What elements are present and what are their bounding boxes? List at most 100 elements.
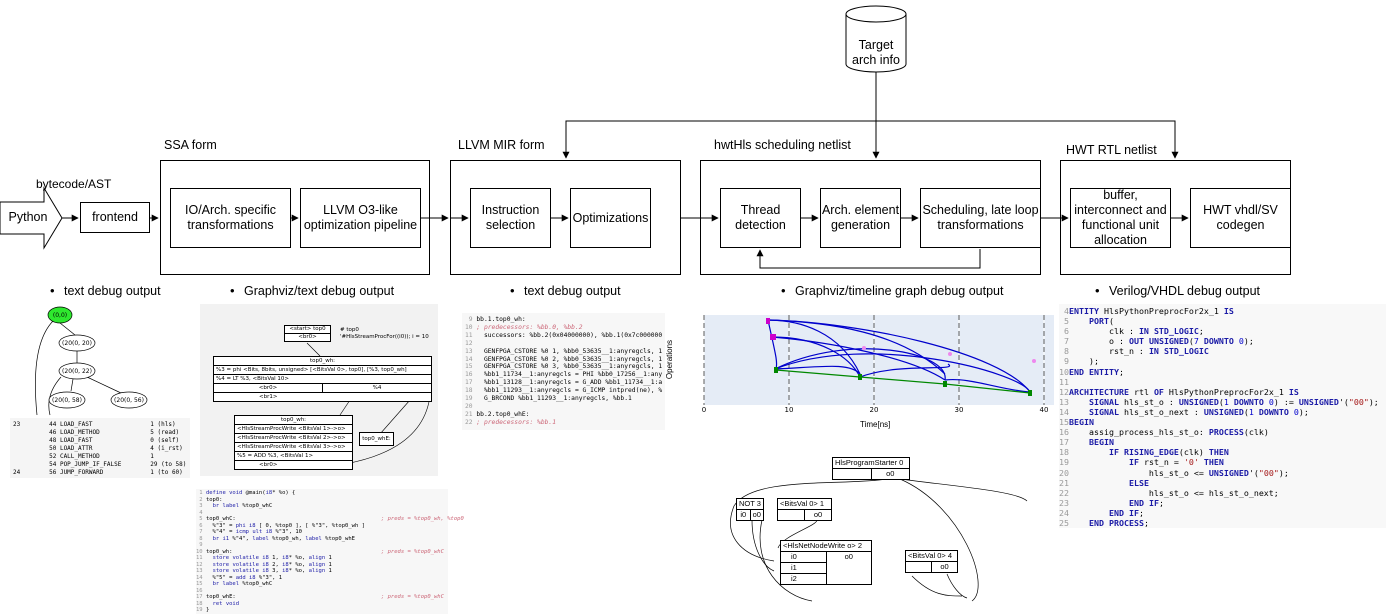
mir-line: 19 G_BRCOND %bb1_11293__1:anyregcls, %bb…	[465, 395, 632, 403]
timeline-edges	[767, 319, 1031, 393]
body-title: top0_wh:	[235, 416, 352, 425]
frontend-box: frontend	[80, 202, 150, 233]
db-line2: arch info	[852, 53, 900, 67]
starter-port: o0	[870, 469, 910, 479]
bullet-graphviz-text: Graphviz/text debug output	[230, 283, 394, 298]
cfg-node: (20(0, 56)	[114, 397, 144, 404]
wh-pct: %4	[372, 385, 382, 391]
vhdl-panel: 4ENTITY HlsPythonPreprocFor2x_1 IS 5 POR…	[1059, 304, 1386, 528]
llvm-ir-panel: 1 define void @main(i8* %o) { 2 top0: 3 …	[196, 489, 464, 614]
not-title: NOT 3	[737, 499, 763, 510]
bytecode-lines: 23 44 LOAD_FAST 1 (hls) 46 LOAD_METHOD 5…	[13, 421, 188, 477]
llvm-ir-line: 7 %"4" = icmp ult i8 %"3", 10	[196, 529, 302, 535]
wh-br-row: <br0> %4	[214, 384, 431, 393]
vhdl-line: 12ARCHITECTURE rtl OF HlsPythonPreprocFo…	[1059, 386, 1299, 397]
body-lines: <HlsStreamProcWrite <BitsVal 1>->o> <HlsS…	[235, 425, 352, 469]
write-port: i1	[781, 563, 826, 574]
bullet-label: text debug output	[64, 284, 161, 298]
mir-line: 20	[465, 402, 477, 410]
bytecode-line: 54 POP_JUMP_IF_FALSE 29 (to 58)	[13, 461, 187, 468]
bullet-label: text debug output	[524, 284, 621, 298]
write-title: <HlsNetNodeWrite o> 2	[781, 541, 871, 552]
ssa-wh-node: top0_wh: %3 = phi <Bits, 8bits, unsigned…	[213, 356, 432, 402]
timeline-xlabel: Time[ns]	[860, 420, 891, 429]
wh-phi: %3 = phi <Bits, 8bits, unsigned> [<BitsV…	[214, 366, 431, 375]
wh-br0: <br0>	[214, 384, 323, 392]
write-out-port: o0	[844, 552, 853, 561]
bitsval4-node: <BitsVal 0> 4 o0	[905, 550, 958, 573]
llvm-ir-line: 3 br label %top0_whC	[196, 503, 273, 509]
write-inputs: i0 i1 i2	[781, 552, 827, 584]
timeline-tick-label: 10	[785, 406, 794, 414]
timeline-tick-label: 0	[702, 406, 706, 414]
body-line: <HlsStreamProcWrite <BitsVal 3>->o>	[235, 443, 352, 452]
llvm-ir-line: 19 }	[196, 607, 210, 613]
bytecode-line: 23 44 LOAD_FAST 1 (hls)	[13, 421, 176, 428]
body-line: <HlsStreamProcWrite <BitsVal 1>->o>	[235, 425, 352, 434]
bullet-label: Verilog/VHDL debug output	[1109, 284, 1261, 298]
mir-panel: 9 bb.1.top0_wh:10 ; predecessors: %bb.0,…	[462, 313, 665, 430]
body-line: <br0>	[259, 462, 278, 468]
ssa-whe-node: top0_whE:	[359, 432, 394, 446]
buffer-alloc-box: buffer, interconnect and functional unit…	[1070, 188, 1171, 248]
body-line: %5 = ADD %3, <BitsVal 1>	[235, 452, 352, 461]
not-port: o0	[752, 510, 761, 519]
bytecode-listing: 23 44 LOAD_FAST 1 (hls) 46 LOAD_METHOD 5…	[10, 418, 190, 478]
write-port: i2	[791, 574, 797, 583]
vhdl-lines: 4ENTITY HlsPythonPreprocFor2x_1 IS 5 POR…	[1059, 306, 1386, 528]
vhdl-line: 25 END PROCESS;	[1059, 517, 1149, 528]
bullet-text-debug-1: text debug output	[50, 283, 161, 298]
llvm-ir-line: 17 top0_whE:; preds = %top0_whC	[196, 594, 444, 600]
bitsval1-ports: o0	[778, 510, 831, 520]
vhdl-line: 10END ENTITY;	[1059, 366, 1124, 377]
llvm-ir-line: 11 store volatile i8 1, i8* %o, align 1	[196, 555, 332, 561]
vhdl-line: 24 END IF;	[1059, 507, 1144, 518]
bytecode-line: 48 LOAD_FAST 0 (self)	[13, 437, 180, 444]
write-ports: i0 i1 i2 o0	[781, 552, 871, 584]
mir-line: 10 ; predecessors: %bb.0, %bb.2	[465, 323, 583, 331]
vhdl-line: 17 BEGIN	[1059, 437, 1114, 448]
ssa-comment: # top0 '#HlsStreamProcFor((i0)); i = 10	[340, 327, 429, 340]
mir-line: 13 GENFPGA_CSTORE %0 1, %bb0_53635__1:an…	[465, 347, 663, 355]
llvm-o3-box: LLVM O3-like optimization pipeline	[300, 188, 421, 248]
llvm-ir-line: 5 top0_whC:; preds = %top0_wh, %top0	[196, 516, 464, 522]
bullet-label: Graphviz/text debug output	[244, 284, 395, 298]
vhdl-line: 11	[1059, 376, 1069, 387]
mir-line: 9 bb.1.top0_wh:	[465, 316, 526, 323]
timeline-tick-label: 30	[955, 406, 964, 414]
io-arch-box: IO/Arch. specific transformations	[170, 188, 291, 248]
mir-line: 17 %bb1_13128__1:anyregcls = G_ADD %bb1_…	[465, 379, 663, 387]
cfg-node: (20(0, 58)	[52, 397, 82, 404]
cfg-node: (0,0)	[53, 312, 67, 319]
bullet-verilog: Verilog/VHDL debug output	[1095, 283, 1260, 298]
vhdl-line: 6 clk : IN STD_LOGIC;	[1059, 326, 1204, 337]
ssa-title: SSA form	[164, 138, 217, 152]
bytecode-line: 24 56 JUMP_FORWARD 1 (to 60)	[13, 469, 183, 476]
mir-line: 16 %bb1_11734__1:anyregcls = PHI %bb0_17…	[465, 371, 663, 379]
write-port: i0	[781, 552, 826, 563]
mir-line: 12	[465, 339, 477, 347]
thread-detect-box: Thread detection	[720, 188, 801, 248]
arch-elem-box: Arch. element generation	[820, 188, 901, 248]
timeline-tick-label: 20	[870, 406, 879, 414]
scheduling-box: Scheduling, late loop transformations	[920, 188, 1041, 248]
python-input: Python	[8, 210, 48, 224]
cfg-node: (20(0, 22)	[62, 368, 92, 375]
vhdl-line: 21 ELSE	[1059, 477, 1149, 488]
vhdl-line: 7 o : OUT UNSIGNED(7 DOWNTO 0);	[1059, 336, 1254, 347]
llvm-ir-line: 14 %"5" = add i8 %"3", 1	[196, 574, 283, 581]
start-label: <start> top0	[285, 326, 330, 334]
mir-line: 15 GENFPGA_CSTORE %0 3, %bb0_53635__1:an…	[465, 363, 663, 371]
ssa-body-node: top0_wh: <HlsStreamProcWrite <BitsVal 1>…	[234, 415, 353, 470]
timeline-ylabel: Operations	[665, 339, 675, 380]
mir-lines: 9 bb.1.top0_wh:10 ; predecessors: %bb.0,…	[465, 316, 665, 427]
mir-group	[450, 160, 681, 275]
write-node: <HlsNetNodeWrite o> 2 i0 i1 i2 o0	[780, 540, 872, 585]
mir-line: 18 %bb1_11293__1:anyregcls = G_ICMP intp…	[465, 387, 663, 395]
vhdl-line: 8 rst_n : IN STD_LOGIC	[1059, 346, 1209, 357]
bullet-graphviz-timeline: Graphviz/timeline graph debug output	[781, 283, 1003, 298]
vhdl-line: 14 SIGNAL hls_st_o_next : UNSIGNED(1 DOW…	[1059, 406, 1309, 417]
